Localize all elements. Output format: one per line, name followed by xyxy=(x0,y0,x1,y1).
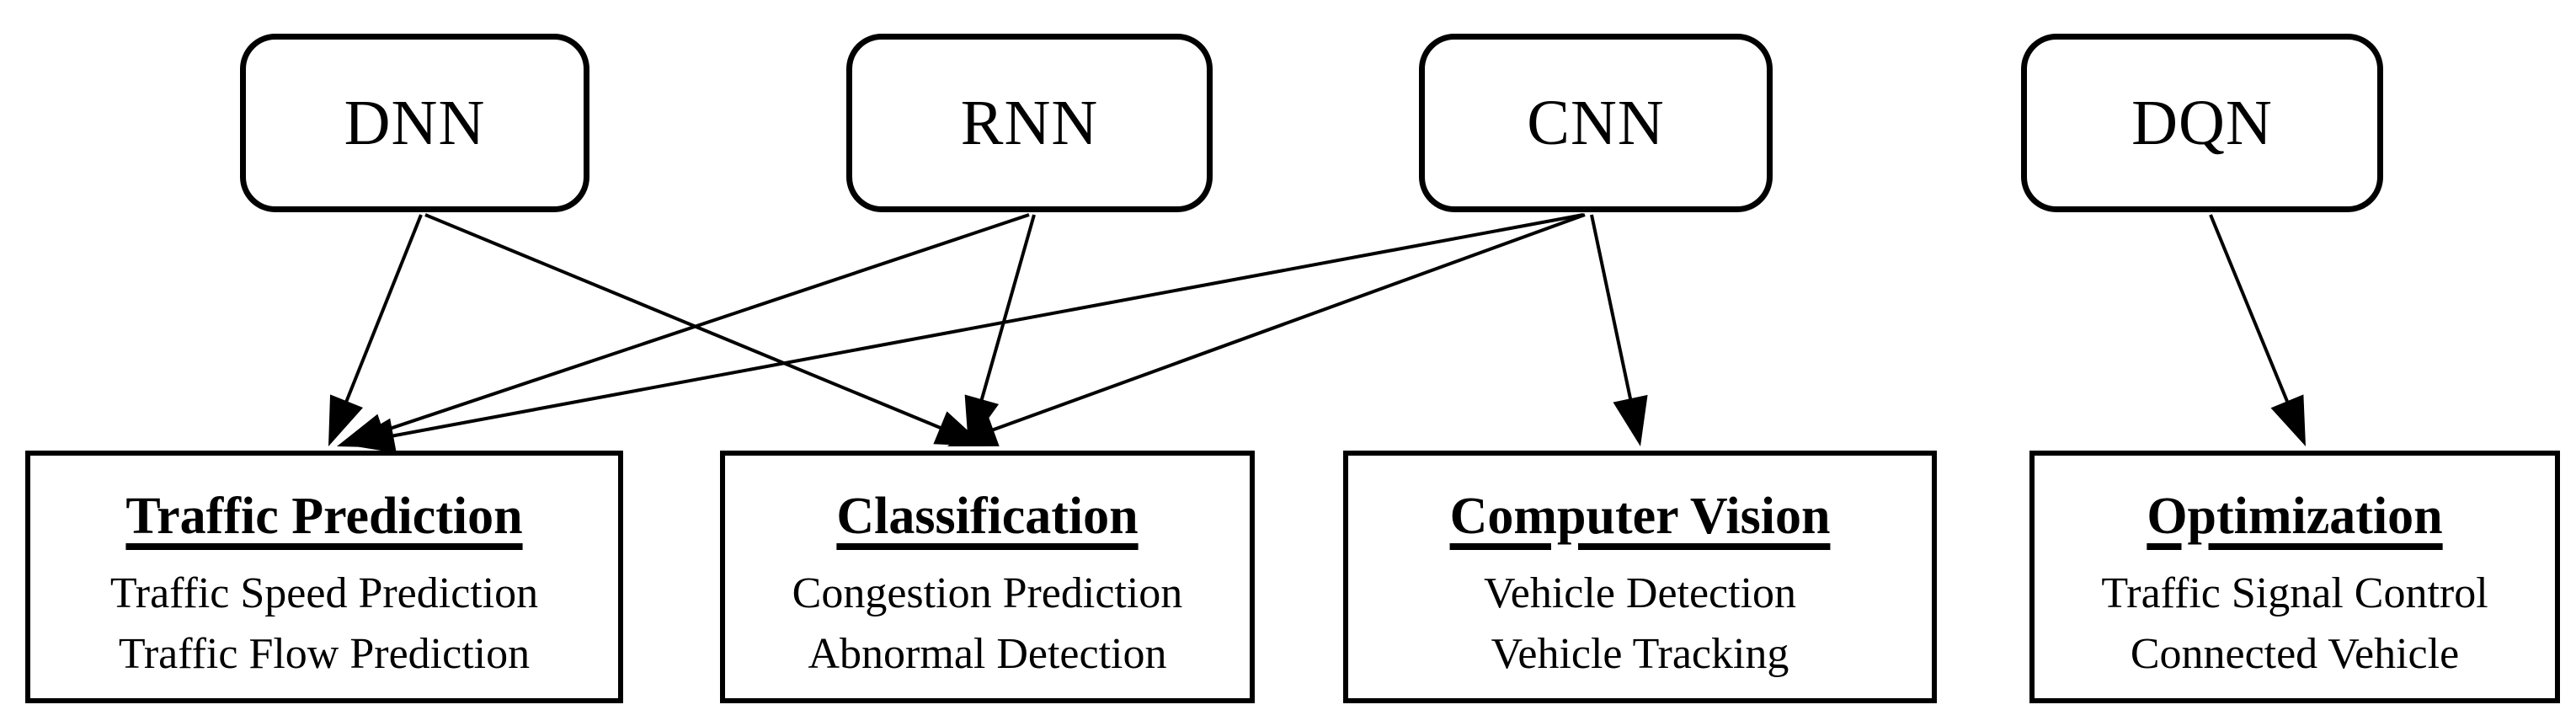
edge-cnn-to-classification xyxy=(947,213,1586,446)
model-node-dqn[interactable]: DQN xyxy=(2021,34,2383,212)
model-label: DNN xyxy=(344,88,486,158)
task-item: Vehicle Tracking xyxy=(1491,630,1789,679)
task-title: Traffic Prediction xyxy=(125,488,523,545)
task-item-list: Congestion Prediction Abnormal Detection xyxy=(792,569,1183,679)
edge-cnn-to-computer-vision xyxy=(1590,214,1648,446)
task-node-traffic-prediction[interactable]: Traffic Prediction Traffic Speed Predict… xyxy=(25,451,623,703)
arrowhead-icon xyxy=(337,414,389,448)
model-node-dnn[interactable]: DNN xyxy=(240,34,589,212)
edge-line xyxy=(978,214,1036,408)
edge-line xyxy=(374,213,1030,435)
task-item: Congestion Prediction xyxy=(792,569,1183,618)
task-item-list: Traffic Speed Prediction Traffic Flow Pr… xyxy=(110,569,538,679)
model-label: DQN xyxy=(2131,88,2273,158)
edge-dqn-to-optimization xyxy=(2209,214,2306,446)
arrowhead-icon xyxy=(964,394,1000,446)
arrowhead-icon xyxy=(2270,394,2306,446)
model-label: CNN xyxy=(1527,88,1665,158)
task-item: Traffic Speed Prediction xyxy=(109,569,539,618)
edge-dnn-to-traffic-prediction xyxy=(328,214,423,446)
task-title: Optimization xyxy=(2147,488,2443,545)
task-item: Abnormal Detection xyxy=(808,630,1167,679)
edge-line xyxy=(984,213,1586,435)
model-node-cnn[interactable]: CNN xyxy=(1419,34,1773,212)
edge-cnn-to-traffic-prediction xyxy=(345,213,1584,454)
task-title: Computer Vision xyxy=(1449,488,1831,545)
arrowhead-icon xyxy=(933,411,985,446)
edge-line xyxy=(424,213,949,433)
edge-line xyxy=(384,213,1584,440)
task-item: Vehicle Detection xyxy=(1483,569,1797,618)
edge-line xyxy=(341,214,423,410)
task-node-computer-vision[interactable]: Computer Vision Vehicle Detection Vehicl… xyxy=(1343,451,1937,703)
task-node-optimization[interactable]: Optimization Traffic Signal Control Conn… xyxy=(2029,451,2560,703)
task-node-classification[interactable]: Classification Congestion Prediction Abn… xyxy=(720,451,1255,703)
task-item: Traffic Signal Control xyxy=(2101,569,2488,618)
task-item: Connected Vehicle xyxy=(2130,630,2460,679)
arrowhead-icon xyxy=(947,413,1000,446)
model-node-rnn[interactable]: RNN xyxy=(846,34,1213,212)
task-item-list: Traffic Signal Control Connected Vehicle xyxy=(2101,569,2488,679)
edge-line xyxy=(2209,214,2292,410)
task-item: Traffic Flow Prediction xyxy=(118,630,531,679)
edge-rnn-to-classification xyxy=(964,214,1036,446)
edge-dnn-to-classification xyxy=(424,213,985,446)
task-title: Classification xyxy=(836,488,1139,545)
edge-rnn-to-traffic-prediction xyxy=(337,213,1030,448)
edge-line xyxy=(1590,214,1635,408)
arrowhead-icon xyxy=(345,418,397,454)
model-label: RNN xyxy=(960,88,1099,158)
arrowhead-icon xyxy=(328,394,364,446)
task-item-list: Vehicle Detection Vehicle Tracking xyxy=(1484,569,1796,679)
arrowhead-icon xyxy=(1613,394,1648,446)
